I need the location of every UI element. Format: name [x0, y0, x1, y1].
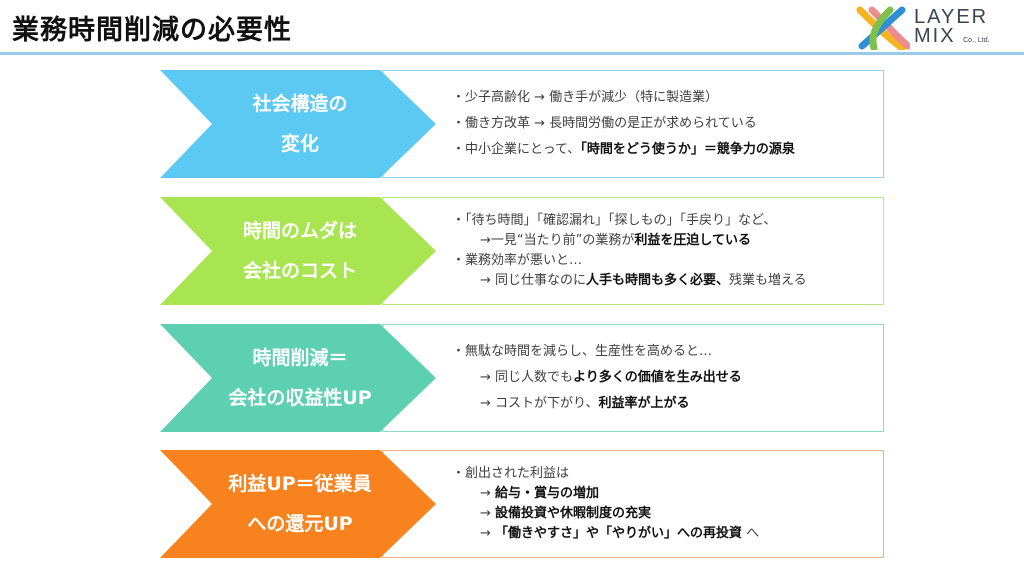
card-1: 社会構造の 変化 ・少子高齢化 → 働き手が減少（特に製造業） ・働き方改革 → …: [160, 70, 884, 178]
body-text: →: [480, 506, 496, 521]
body-text: →: [480, 526, 496, 541]
bullet-line: → 設備投資や休暇制度の充実: [452, 504, 759, 524]
chevron-arrow: 時間のムダは 会社のコスト: [160, 197, 436, 305]
card-bullets: ・少子高齢化 → 働き手が減少（特に製造業） ・働き方改革 → 長時間労働の是正が…: [452, 70, 795, 178]
logo-suffix: Co., Ltd.: [963, 37, 990, 44]
bullet-line: ・少子高齢化 → 働き手が減少（特に製造業）: [452, 85, 795, 111]
title-divider: [0, 52, 1024, 55]
body-text: → 同じ人数でも: [480, 370, 574, 385]
card-bullets: ・「待ち時間」「確認漏れ」「探しもの」「手戻り」など、 →一見“当たり前”の業務が…: [452, 197, 807, 305]
body-text: ・働き方改革 → 長時間労働の是正が求められている: [452, 116, 757, 131]
emphasis-text: 設備投資や休暇制度の充実: [495, 506, 652, 521]
bullet-line: →一見“当たり前”の業務が利益を圧迫している: [452, 231, 807, 251]
chevron-arrow: 社会構造の 変化: [160, 70, 436, 178]
bullet-line: ・業務効率が悪いと…: [452, 251, 807, 271]
logo-line2: MIX: [914, 25, 956, 47]
card-4: 利益UP＝従業員 への還元UP ・創出された利益は→ 給与・賞与の増加→ 設備投…: [160, 450, 884, 558]
body-text: ・創出された利益は: [452, 466, 570, 481]
card-heading-line: 社会構造の: [252, 93, 348, 115]
card-heading-line: 時間削減＝: [252, 347, 348, 369]
emphasis-text: より多くの価値を生み出せる: [573, 370, 742, 385]
card-2: 時間のムダは 会社のコスト ・「待ち時間」「確認漏れ」「探しもの」「手戻り」など…: [160, 197, 884, 305]
bullet-line: → 給与・賞与の増加: [452, 484, 759, 504]
card-heading-line: 時間のムダは: [242, 220, 357, 242]
body-text: →: [480, 486, 496, 501]
card-heading: 時間のムダは 会社のコスト: [200, 197, 400, 305]
layer-mix-logo-icon: [856, 6, 912, 52]
card-heading: 時間削減＝ 会社の収益性UP: [200, 324, 400, 432]
card-heading-line: 変化: [280, 133, 319, 155]
body-text: ・中小企業にとって、: [452, 142, 581, 157]
card-heading-line: 会社のコスト: [242, 260, 357, 282]
card-bullets: ・無駄な時間を減らし、生産性を高めると… → 同じ人数でもより多くの価値を生み出せ…: [452, 324, 742, 432]
bullet-line: ・働き方改革 → 長時間労働の是正が求められている: [452, 111, 795, 137]
emphasis-text: 利益率が上がる: [598, 396, 690, 411]
card-heading-line: への還元UP: [247, 513, 353, 535]
body-text: →一見“当たり前”の業務が: [480, 233, 635, 248]
emphasis-text: 利益を圧迫している: [634, 233, 751, 248]
bullet-line: → 同じ仕事なのに人手も時間も多く必要、残業も増える: [452, 271, 807, 291]
body-text: へ: [742, 526, 760, 541]
body-text: ・少子高齢化 → 働き手が減少（特に製造業）: [452, 90, 719, 105]
bullet-line: → コストが下がり、利益率が上がる: [452, 391, 742, 417]
card-bullets: ・創出された利益は→ 給与・賞与の増加→ 設備投資や休暇制度の充実→ 「働きやす…: [452, 450, 759, 558]
body-text: → 同じ仕事なのに: [480, 273, 587, 288]
emphasis-text: 給与・賞与の増加: [495, 486, 600, 501]
bullet-line: → 「働きやすさ」や「やりがい」への再投資 へ: [452, 524, 759, 544]
emphasis-text: 「働きやすさ」や「やりがい」への再投資: [495, 526, 743, 541]
card-heading-line: 利益UP＝従業員: [228, 473, 372, 495]
bullet-line: ・創出された利益は: [452, 464, 759, 484]
emphasis-text: 人手も時間も多く必要、: [586, 273, 730, 288]
body-text: → コストが下がり、: [480, 396, 599, 411]
page-title: 業務時間削減の必要性: [12, 15, 292, 46]
card-heading: 利益UP＝従業員 への還元UP: [200, 450, 400, 558]
card-3: 時間削減＝ 会社の収益性UP ・無駄な時間を減らし、生産性を高めると… → 同じ人…: [160, 324, 884, 432]
bullet-line: → 同じ人数でもより多くの価値を生み出せる: [452, 365, 742, 391]
body-text: 残業も増える: [729, 273, 807, 288]
chevron-arrow: 利益UP＝従業員 への還元UP: [160, 450, 436, 558]
bullet-line: ・中小企業にとって、「時間をどう使うか」＝競争力の源泉: [452, 137, 795, 163]
body-text: ・業務効率が悪いと…: [452, 253, 583, 268]
emphasis-text: 「時間をどう使うか」＝競争力の源泉: [580, 142, 795, 157]
logo-line1: LAYER: [914, 6, 989, 28]
bullet-line: ・「待ち時間」「確認漏れ」「探しもの」「手戻り」など、: [452, 211, 807, 231]
card-heading-line: 会社の収益性UP: [228, 387, 372, 409]
body-text: ・「待ち時間」「確認漏れ」「探しもの」「手戻り」など、: [452, 213, 777, 228]
card-heading: 社会構造の 変化: [200, 70, 400, 178]
chevron-arrow: 時間削減＝ 会社の収益性UP: [160, 324, 436, 432]
body-text: ・無駄な時間を減らし、生産性を高めると…: [452, 344, 713, 359]
bullet-line: ・無駄な時間を減らし、生産性を高めると…: [452, 339, 742, 365]
